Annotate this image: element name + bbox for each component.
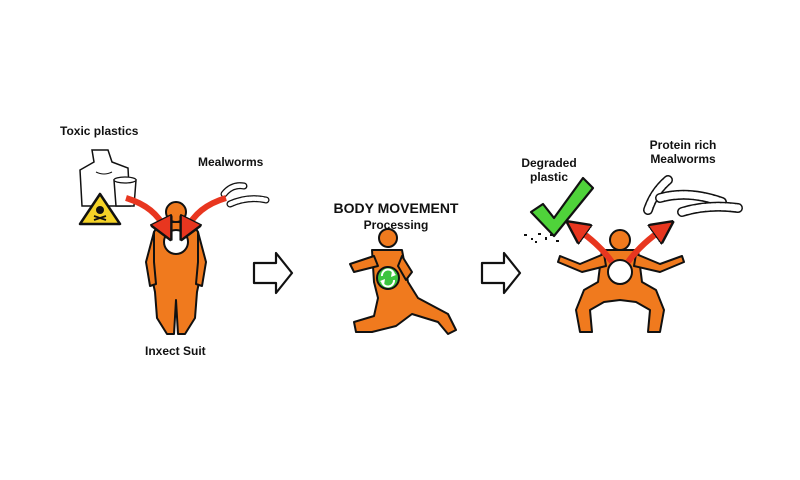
mealworm-icon xyxy=(226,195,270,208)
body-movement-title: BODY MOVEMENT xyxy=(333,200,459,216)
output-arrow xyxy=(576,228,615,264)
input-arrow xyxy=(186,195,227,230)
toxic-plastic-bottles-icon xyxy=(79,149,137,207)
degraded-plastic-label: Degraded plastic xyxy=(521,156,577,184)
process-arrow-icon xyxy=(252,251,294,295)
mealworm-icon xyxy=(655,189,727,207)
output-arrow xyxy=(625,228,664,264)
toxic-plastics-label: Toxic plastics xyxy=(60,124,139,138)
recycle-icon xyxy=(376,266,400,290)
checkmark-icon xyxy=(529,176,595,238)
mealworms-label: Mealworms xyxy=(198,155,264,169)
skull-warning-icon xyxy=(78,192,122,226)
protein-rich-mealworms-label: Protein rich Mealworms xyxy=(649,138,717,166)
plastic-particles xyxy=(524,233,559,243)
suit-squatting-figure xyxy=(557,229,685,333)
processing-subtitle: Processing xyxy=(363,218,429,232)
mealworm-icon xyxy=(643,175,673,215)
process-arrow-icon xyxy=(480,251,522,295)
inxect-suit-label: Inxect Suit xyxy=(145,344,206,358)
mealworm-icon xyxy=(677,201,743,217)
suit-standing-figure xyxy=(145,201,207,335)
suit-lunging-figure xyxy=(349,228,457,335)
input-arrow xyxy=(125,195,166,230)
mealworm-icon xyxy=(220,182,248,198)
